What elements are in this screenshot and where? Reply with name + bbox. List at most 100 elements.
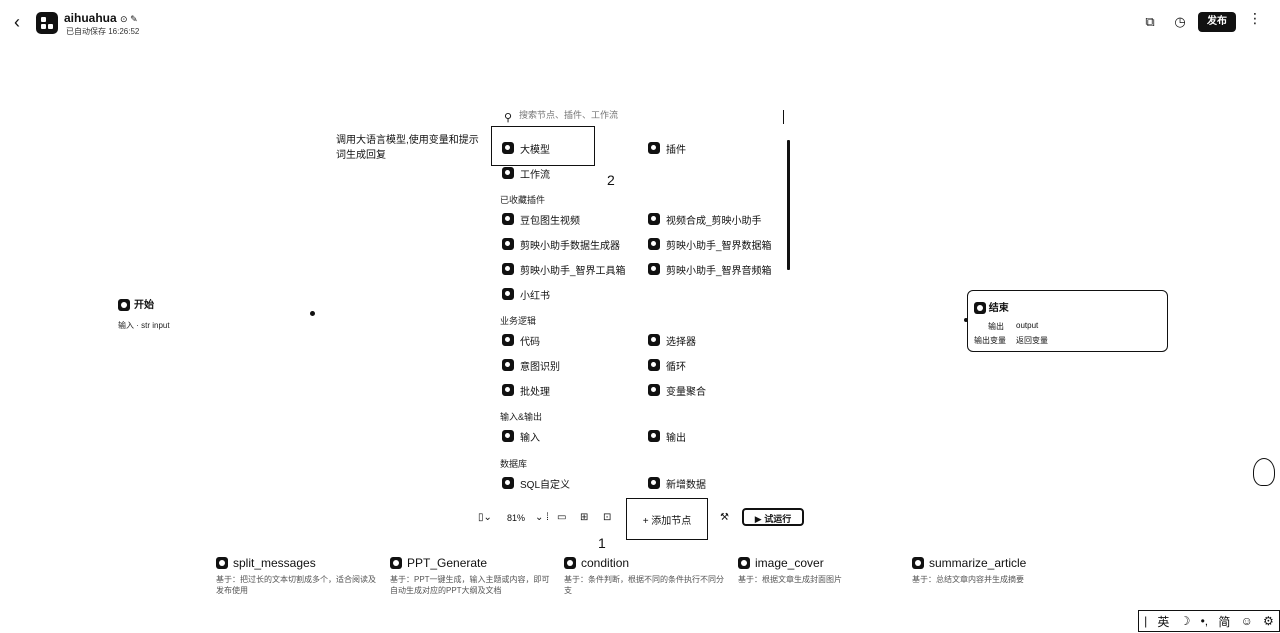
ime-lang-toggle[interactable]: 英 bbox=[1157, 614, 1170, 629]
menu-item-loop[interactable]: 循环 bbox=[648, 357, 686, 373]
end-node-title: 结束 bbox=[974, 299, 1009, 315]
mouse-mode-icon[interactable]: ▯⌄ bbox=[478, 512, 492, 523]
assistant-avatar-icon[interactable] bbox=[1253, 458, 1275, 486]
layout-icon[interactable]: ⊞ bbox=[580, 512, 589, 523]
menu-item-label: 豆包图生视频 bbox=[520, 215, 580, 227]
minimap-icon[interactable]: ⊡ bbox=[603, 512, 612, 523]
zoom-level[interactable]: 81% bbox=[507, 513, 526, 523]
card-desc: 基于：根据文章生成封面图片 bbox=[738, 575, 842, 584]
card-title: image_cover bbox=[755, 556, 824, 570]
test-run-label: 试运行 bbox=[764, 514, 792, 524]
menu-item-label: 剪映小助手_智界数据箱 bbox=[666, 240, 772, 252]
plugin-icon bbox=[502, 263, 514, 275]
edit-icon[interactable]: ⊙ ✎ bbox=[120, 14, 138, 24]
back-icon[interactable]: ‹ bbox=[14, 12, 20, 32]
menu-item-batch[interactable]: 批处理 bbox=[502, 382, 550, 398]
batch-icon bbox=[502, 384, 514, 396]
menu-item-plugin-3[interactable]: 剪映小助手_智界数据箱 bbox=[648, 236, 772, 252]
end-node-handle[interactable] bbox=[964, 318, 968, 322]
add-node-label: + 添加节点 bbox=[642, 515, 692, 527]
add-node-button[interactable]: + 添加节点 bbox=[626, 498, 708, 540]
start-node[interactable]: 开始 bbox=[118, 296, 154, 311]
comment-icon[interactable]: ▭ bbox=[557, 512, 567, 523]
menu-item-code[interactable]: 代码 bbox=[502, 332, 540, 348]
ime-grip-icon[interactable]: | bbox=[1144, 614, 1148, 628]
input-icon bbox=[502, 430, 514, 442]
menu-item-intent[interactable]: 意图识别 bbox=[502, 357, 560, 373]
menu-item-plugin-4[interactable]: 剪映小助手_智界工具箱 bbox=[502, 261, 626, 277]
tooltip-hint: 调用大语言模型,使用变量和提示词生成回复 bbox=[336, 135, 479, 161]
menu-item-sql[interactable]: SQL自定义 bbox=[502, 475, 570, 491]
connection-handle[interactable] bbox=[310, 311, 315, 316]
menu-item-label: 输出 bbox=[666, 432, 686, 444]
end-row1-value: output bbox=[1016, 321, 1039, 330]
ime-punct-icon[interactable]: •, bbox=[1200, 614, 1209, 628]
section-business-logic: 业务逻辑 bbox=[500, 316, 537, 326]
test-run-button[interactable]: ▶ 试运行 bbox=[742, 508, 804, 526]
card-desc: 基于：条件判断，根据不同的条件执行不同分支 bbox=[564, 575, 724, 595]
menu-item-label: 剪映小助手数据生成器 bbox=[520, 240, 620, 252]
loop-icon bbox=[648, 359, 660, 371]
menu-item-plugin-1[interactable]: 视频合成_剪映小助手 bbox=[648, 211, 762, 227]
menu-item-selector[interactable]: 选择器 bbox=[648, 332, 696, 348]
menu-item-label: 剪映小助手_智界工具箱 bbox=[520, 265, 626, 277]
menu-item-label: 意图识别 bbox=[520, 361, 560, 373]
card-title: PPT_Generate bbox=[407, 556, 488, 570]
publish-button[interactable]: 发布 bbox=[1198, 12, 1236, 32]
app-title: aihuahua ⊙ ✎ bbox=[64, 11, 138, 25]
menu-scrollbar[interactable] bbox=[787, 140, 790, 270]
step-number-1: 1 bbox=[598, 535, 606, 551]
menu-item-label: 工作流 bbox=[520, 169, 550, 181]
end-node[interactable]: 结束 输出 output 输出变量 返回变量 bbox=[967, 290, 1168, 352]
copy-icon[interactable]: ⧉ bbox=[1145, 14, 1155, 29]
add-data-icon bbox=[648, 477, 660, 489]
menu-item-plugin-0[interactable]: 豆包图生视频 bbox=[502, 211, 580, 227]
menu-item-plugin-6[interactable]: 小红书 bbox=[502, 286, 550, 302]
menu-item-label: 代码 bbox=[520, 336, 540, 348]
start-node-title: 开始 bbox=[134, 300, 154, 311]
highlight-box bbox=[491, 126, 595, 166]
workflow-icon bbox=[216, 557, 228, 569]
menu-item-variable-merge[interactable]: 变量聚合 bbox=[648, 382, 706, 398]
zoom-dropdown-icon[interactable]: ⌄ ⁞ bbox=[535, 512, 549, 523]
search-icon: ⚲ bbox=[504, 112, 513, 124]
sql-icon bbox=[502, 477, 514, 489]
workflow-card-summarize-article[interactable]: summarize_article 基于：总结文章内容并生成摘要 bbox=[912, 556, 1077, 585]
more-icon[interactable]: ⋮ bbox=[1248, 10, 1262, 26]
ime-simplified-toggle[interactable]: 简 bbox=[1218, 614, 1231, 629]
menu-item-label: 新增数据 bbox=[666, 479, 706, 491]
plugin-icon bbox=[502, 288, 514, 300]
search-input[interactable] bbox=[519, 110, 779, 120]
card-title: summarize_article bbox=[929, 556, 1027, 570]
end-row2-value: 返回变量 bbox=[1016, 336, 1048, 345]
code-icon bbox=[502, 334, 514, 346]
menu-item-plugin[interactable]: 插件 bbox=[648, 140, 686, 156]
output-icon bbox=[648, 430, 660, 442]
start-node-field: 输入 · str input bbox=[118, 321, 170, 330]
menu-item-add-data[interactable]: 新增数据 bbox=[648, 475, 706, 491]
menu-item-workflow[interactable]: 工作流 bbox=[502, 165, 550, 181]
menu-item-plugin-2[interactable]: 剪映小助手数据生成器 bbox=[502, 236, 620, 252]
menu-item-llm[interactable]: 大模型 bbox=[502, 140, 550, 156]
workflow-card-split-messages[interactable]: split_messages 基于：把过长的文本切割成多个，适合阅读及发布使用 bbox=[216, 556, 381, 596]
menu-item-output[interactable]: 输出 bbox=[648, 428, 686, 444]
menu-item-label: 大模型 bbox=[520, 144, 550, 156]
menu-item-plugin-5[interactable]: 剪映小助手_智界音频箱 bbox=[648, 261, 772, 277]
history-icon[interactable]: ◷ bbox=[1174, 14, 1186, 29]
workflow-card-ppt-generate[interactable]: PPT_Generate 基于：PPT一键生成，输入主题或内容，即可自动生成对应… bbox=[390, 556, 555, 596]
end-node-icon bbox=[974, 302, 986, 315]
workflow-card-condition[interactable]: condition 基于：条件判断，根据不同的条件执行不同分支 bbox=[564, 556, 729, 596]
ime-emoji-icon[interactable]: ☺ bbox=[1240, 614, 1253, 628]
workflow-card-image-cover[interactable]: image_cover 基于：根据文章生成封面图片 bbox=[738, 556, 903, 585]
menu-item-label: 循环 bbox=[666, 361, 686, 373]
section-database: 数据库 bbox=[500, 459, 528, 469]
debug-icon[interactable]: ⚒ bbox=[720, 512, 729, 523]
ime-moon-icon[interactable]: ☽ bbox=[1179, 614, 1191, 628]
plugin-icon bbox=[648, 213, 660, 225]
ime-toolbar[interactable]: | 英 ☽ •, 简 ☺ ⚙ bbox=[1138, 610, 1280, 632]
menu-item-input[interactable]: 输入 bbox=[502, 428, 540, 444]
menu-item-label: 视频合成_剪映小助手 bbox=[666, 215, 762, 227]
menu-item-label: 选择器 bbox=[666, 336, 696, 348]
card-desc: 基于：总结文章内容并生成摘要 bbox=[912, 575, 1024, 584]
ime-settings-icon[interactable]: ⚙ bbox=[1263, 614, 1274, 628]
